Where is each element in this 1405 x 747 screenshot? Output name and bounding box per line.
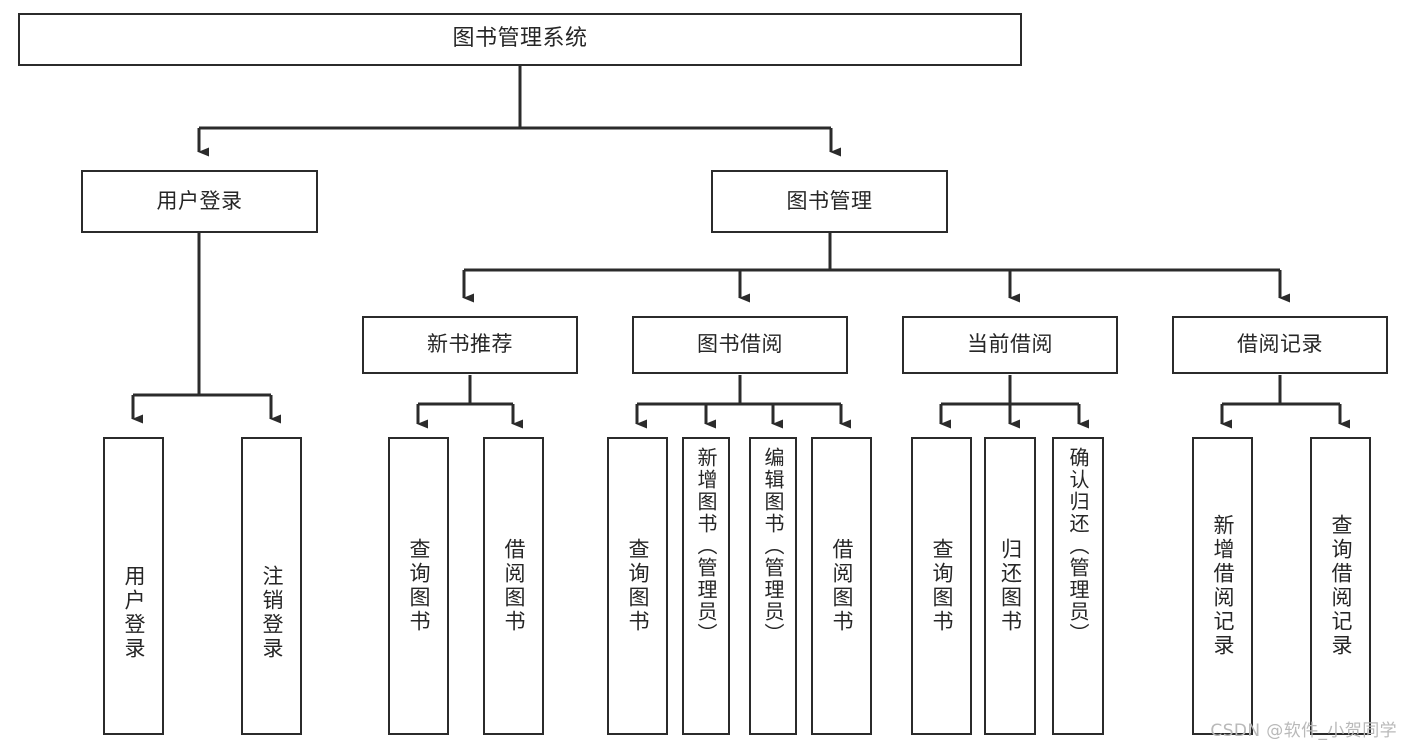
node-new-book-recommend[interactable]: 新书推荐 — [362, 316, 578, 374]
leaf-user-login[interactable]: 用户登录 — [103, 437, 164, 735]
node-book-management[interactable]: 图书管理 — [711, 170, 948, 233]
node-label: 查询图书 — [930, 538, 954, 634]
leaf-query-borrow-record[interactable]: 查询借阅记录 — [1310, 437, 1371, 735]
node-label: 查询借阅记录 — [1329, 514, 1353, 658]
node-label: 借阅记录 — [1237, 332, 1323, 357]
leaf-borrow-book-recommend[interactable]: 借阅图书 — [483, 437, 544, 735]
leaf-add-borrow-record[interactable]: 新增借阅记录 — [1192, 437, 1253, 735]
node-user-login[interactable]: 用户登录 — [81, 170, 318, 233]
leaf-edit-book-admin[interactable]: 编辑图书（管理员） — [749, 437, 797, 735]
watermark-text: CSDN @软件_小贺同学 — [1210, 721, 1397, 741]
node-label: 确认归还（管理员） — [1066, 447, 1090, 645]
node-label: 新增图书（管理员） — [694, 447, 718, 645]
leaf-query-book-borrow[interactable]: 查询图书 — [607, 437, 668, 735]
node-label: 注销登录 — [260, 565, 284, 661]
leaf-query-book-current[interactable]: 查询图书 — [911, 437, 972, 735]
node-label: 新书推荐 — [427, 332, 513, 357]
node-current-borrow[interactable]: 当前借阅 — [902, 316, 1118, 374]
node-label: 查询图书 — [407, 538, 431, 634]
node-label: 用户登录 — [122, 565, 146, 661]
node-book-management-system[interactable]: 图书管理系统 — [18, 13, 1022, 66]
node-label: 查询图书 — [626, 538, 650, 634]
node-book-borrow[interactable]: 图书借阅 — [632, 316, 848, 374]
leaf-query-book-recommend[interactable]: 查询图书 — [388, 437, 449, 735]
node-label: 借阅图书 — [830, 538, 854, 634]
leaf-return-book[interactable]: 归还图书 — [984, 437, 1036, 735]
node-label: 图书管理系统 — [452, 26, 588, 52]
leaf-add-book-admin[interactable]: 新增图书（管理员） — [682, 437, 730, 735]
leaf-logout-login[interactable]: 注销登录 — [241, 437, 302, 735]
node-label: 用户登录 — [156, 188, 243, 213]
node-label: 编辑图书（管理员） — [761, 447, 785, 645]
node-label: 新增借阅记录 — [1211, 514, 1235, 658]
node-label: 当前借阅 — [967, 332, 1053, 357]
node-label: 借阅图书 — [502, 538, 526, 634]
leaf-confirm-return-admin[interactable]: 确认归还（管理员） — [1052, 437, 1104, 735]
node-label: 图书管理 — [786, 188, 873, 213]
leaf-borrow-book-borrow[interactable]: 借阅图书 — [811, 437, 872, 735]
node-label: 图书借阅 — [697, 332, 783, 357]
node-borrow-record[interactable]: 借阅记录 — [1172, 316, 1388, 374]
node-label: 归还图书 — [998, 538, 1023, 634]
